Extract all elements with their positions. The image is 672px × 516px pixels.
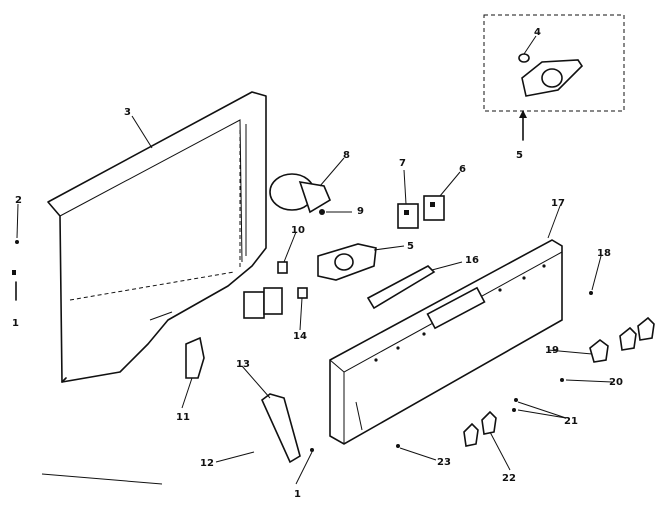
callout-20: 20 [609, 377, 623, 388]
callout-16: 16 [465, 255, 479, 266]
trim-13 [261, 393, 301, 464]
screw-part [12, 240, 19, 301]
callout-8: 8 [343, 150, 350, 161]
switch-brackets [397, 195, 445, 229]
knobs [463, 316, 655, 447]
callout-23: 23 [437, 457, 451, 468]
infinite-switch [317, 243, 377, 281]
callout-labels: 3 2 1 4 5 8 9 7 6 10 5 14 16 17 18 19 20… [12, 27, 623, 500]
callout-17: 17 [551, 198, 565, 209]
callout-21: 21 [564, 416, 578, 427]
lens-16 [366, 265, 436, 310]
callout-13: 13 [236, 359, 250, 370]
callout-6: 6 [459, 164, 466, 175]
control-panel [329, 239, 563, 445]
callout-18: 18 [597, 248, 611, 259]
callout-11: 11 [176, 412, 190, 423]
small-parts [243, 261, 308, 319]
callout-5-mid: 5 [407, 241, 414, 252]
callout-9: 9 [357, 206, 364, 217]
fasteners [310, 291, 593, 452]
callout-14: 14 [293, 331, 307, 342]
callout-1-bottom: 1 [294, 489, 301, 500]
callout-12: 12 [200, 458, 214, 469]
callout-22: 22 [502, 473, 516, 484]
callout-1-left: 1 [12, 318, 19, 329]
callout-7: 7 [399, 158, 406, 169]
callout-5-inset: 5 [516, 150, 523, 161]
callout-4: 4 [534, 27, 541, 38]
leader-lines [16, 35, 613, 485]
rear-panel [47, 91, 267, 383]
callout-3: 3 [124, 107, 131, 118]
inset-box [483, 14, 625, 141]
callout-2: 2 [15, 195, 22, 206]
callout-10: 10 [291, 225, 305, 236]
clock-part [269, 173, 332, 215]
callout-19: 19 [545, 345, 559, 356]
bracket-11 [185, 336, 205, 379]
